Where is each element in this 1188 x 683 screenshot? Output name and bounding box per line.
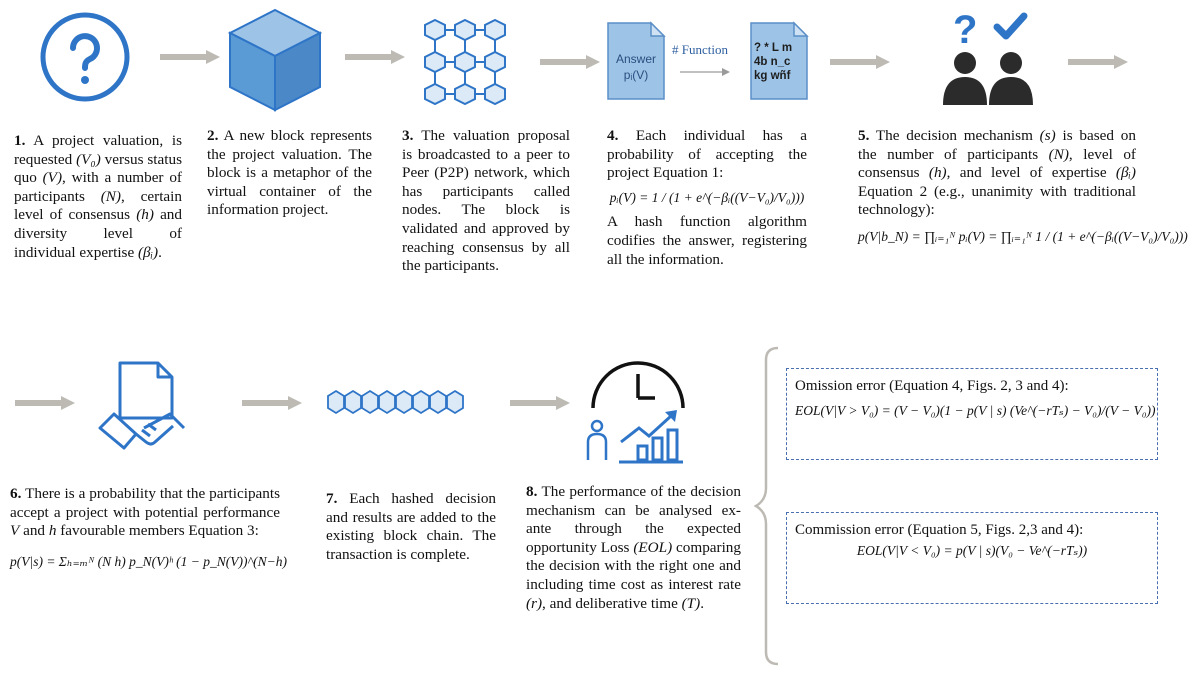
step8-eol: (EOL): [633, 538, 673, 556]
step5-text-b: is based on the number of participants: [858, 127, 1136, 163]
flow-arrow-8: [510, 396, 570, 410]
step1-text-d: , certain level of consensus: [14, 187, 182, 224]
step3-number: 3.: [402, 127, 414, 144]
step1-n: (N): [100, 187, 121, 205]
step5-text-a: The decision mechanism: [875, 127, 1040, 144]
step1-beta: (βᵢ): [138, 243, 159, 261]
step5-s: (s): [1039, 127, 1056, 144]
flow-arrow-3: [540, 55, 600, 69]
step2-text: 2. A new block represents the project va…: [207, 127, 372, 220]
step1-text-c: , with a number of participants: [14, 169, 182, 205]
step1-text-f: .: [158, 243, 162, 261]
flow-arrow-7: [242, 396, 302, 410]
question-circle-icon: [38, 10, 132, 104]
step1-v0: (V₀): [76, 150, 101, 168]
flow-arrow-2: [345, 50, 405, 64]
step7-body: Each hashed decision and results are add…: [326, 490, 497, 563]
step5-h: (h): [928, 164, 947, 182]
step3-body: The valuation proposal is broadcasted to…: [402, 127, 570, 275]
flow-arrow-6: [15, 396, 75, 410]
step8-text-c: , and deliberative time: [542, 594, 682, 612]
equation-3: p(V|s) = Σₕ₌ₘᴺ (N h) p_N(V)ʰ (1 − p_N(V)…: [10, 553, 287, 569]
step6-number: 6.: [10, 485, 22, 502]
hash-doc-line3: kg wñf: [754, 70, 791, 82]
step6-h: h: [48, 522, 57, 540]
step2-body: A new block represents the project valua…: [207, 127, 372, 219]
function-arrow: [680, 64, 730, 82]
handshake-contract-icon: [92, 358, 192, 458]
step5-text-d: , and level of expertise: [946, 164, 1116, 182]
step1-text-b: versus status quo: [14, 150, 182, 187]
step5-number: 5.: [858, 127, 870, 144]
step1-number: 1.: [14, 132, 26, 149]
step5-text: 5. The decision mechanism (s) is based o…: [858, 127, 1188, 247]
cube-icon: [225, 5, 325, 115]
omission-error-box: Omission error (Equation 4, Figs. 2, 3 a…: [786, 368, 1158, 460]
step1-text: 1. A project valuation, is requested (V₀…: [14, 132, 182, 262]
step5-text-c: , level of consensus: [858, 145, 1136, 182]
answer-doc-line1: Answer: [615, 52, 656, 66]
step8-text: 8. The performance of the decision mecha…: [526, 483, 741, 613]
hash-doc-line1: ? * L m: [754, 42, 793, 54]
block-chain-icon: [327, 386, 467, 420]
step1-text-e: and diversity level of individual expert…: [14, 206, 182, 261]
step6-text-c: favourable members Equation 3:: [56, 522, 259, 540]
step8-text-d: .: [700, 594, 704, 612]
answer-document-icon: Answer pᵢ(V): [607, 21, 666, 100]
function-label: # Function: [672, 42, 728, 57]
hash-doc-line2: 4b n_c: [754, 56, 791, 68]
flow-arrow-4: [830, 55, 890, 69]
step8-t: (T): [681, 594, 701, 612]
equation-4: EOL(V|V > V₀) = (V − V₀)(1 − p(V | s) (V…: [795, 403, 1156, 418]
step4-text: 4. Each individual has a probability of …: [607, 127, 807, 269]
commission-error-box: Commission error (Equation 5, Figs. 2,3 …: [786, 512, 1158, 604]
step4-number: 4.: [607, 127, 619, 144]
step8-number: 8.: [526, 483, 538, 500]
step8-r: (r): [526, 594, 543, 612]
equation-2: p(V|b_N) = ∏ᵢ₌₁ᴺ pᵢ(V) = ∏ᵢ₌₁ᴺ 1 / (1 + …: [858, 228, 1188, 244]
network-blocks-icon: [410, 8, 520, 116]
error-bracket: [742, 346, 782, 681]
step5-n: (N): [1048, 145, 1069, 163]
omission-title: Omission error (Equation 4, Figs. 2, 3 a…: [795, 378, 1069, 394]
answer-doc-line2: pᵢ(V): [623, 68, 649, 82]
equation-5: EOL(V|V < V₀) = p(V | s)(V₀ − Ve^(−rTₛ)): [856, 543, 1088, 558]
step2-number: 2.: [207, 127, 219, 144]
step6-text-b: and: [19, 522, 49, 540]
step1-text-a: A project valuation, is requested: [14, 132, 182, 168]
step6-v: V: [10, 522, 20, 540]
question-check-people-icon: ?: [935, 5, 1045, 115]
clock-growth-person-icon: [583, 352, 693, 470]
step3-text: 3. The valuation proposal is broadcasted…: [402, 127, 570, 276]
step8-text-b: comparing the decision with the right on…: [526, 538, 741, 593]
step5-text-e: Equation 2 (e.g., unanimity with traditi…: [858, 182, 1136, 219]
hashed-document-icon: ? * L m 4b n_c kg wñf: [750, 21, 809, 100]
svg-text:?: ?: [953, 8, 977, 52]
step7-number: 7.: [326, 490, 338, 507]
step5-beta: (βᵢ): [1115, 164, 1136, 182]
step1-v: (V): [42, 169, 63, 187]
step4-text-b: A hash function algorithm codifies the a…: [607, 213, 807, 268]
step1-h: (h): [136, 206, 154, 224]
step7-text: 7. Each hashed decision and results are …: [326, 490, 496, 564]
commission-title: Commission error (Equation 5, Figs. 2,3 …: [795, 522, 1084, 538]
equation-1: pᵢ(V) = 1 / (1 + e^(−βᵢ((V−V₀)/V₀))): [609, 189, 805, 205]
flow-arrow-5: [1068, 55, 1128, 69]
step8-text-a: The performance of the decision mechanis…: [526, 483, 741, 556]
step6-text-a: There is a probability that the particip…: [10, 485, 280, 521]
step4-text-a: Each individual has a probability of acc…: [607, 127, 807, 182]
flow-arrow-1: [160, 50, 220, 64]
step6-text: 6. There is a probability that the parti…: [10, 485, 287, 571]
